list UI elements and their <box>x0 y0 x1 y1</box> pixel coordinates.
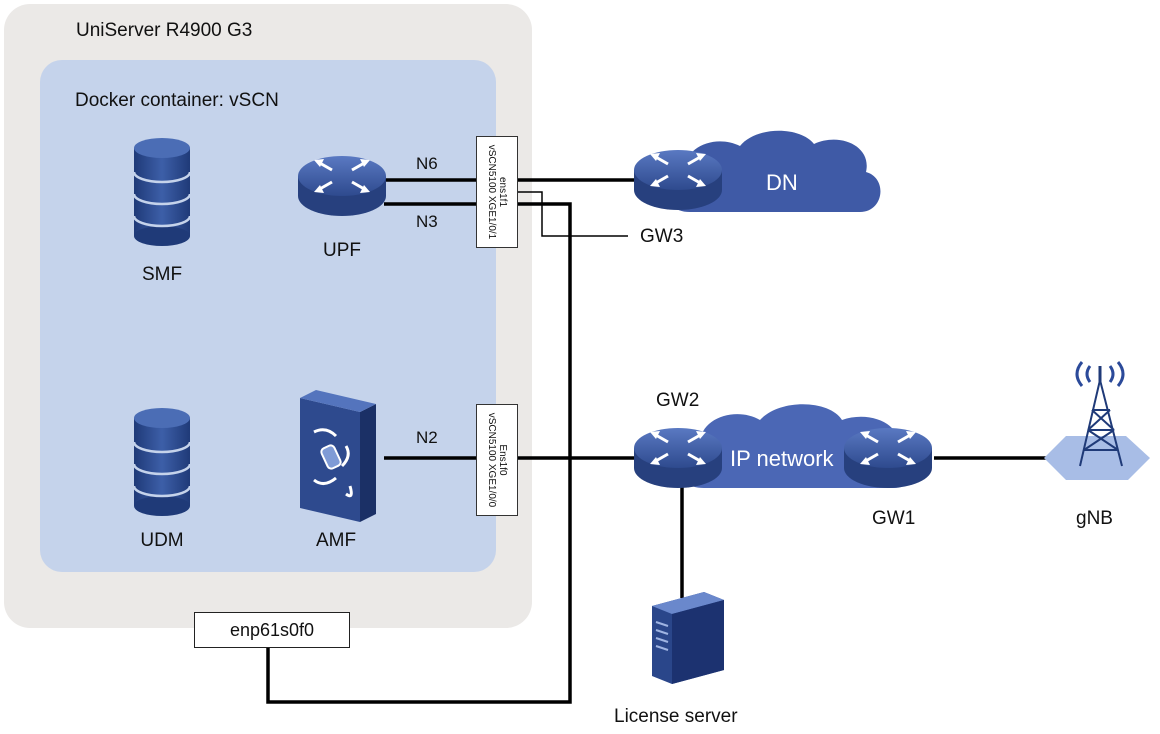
links <box>266 178 1060 704</box>
mgmt-interface: enp61s0f0 <box>194 612 350 648</box>
link-gw3 <box>516 191 628 237</box>
license-server-icon <box>652 592 724 684</box>
docker-container <box>40 60 496 572</box>
upf-label: UPF <box>323 240 361 261</box>
link-label-n6: N6 <box>416 154 438 173</box>
gw1-router-icon <box>842 426 934 490</box>
gw3-router-icon <box>632 148 724 212</box>
port-ens1f1-mapping: vSCN5100 XGE1/0/1 <box>486 144 497 240</box>
smf-database-icon <box>132 136 192 248</box>
docker-title: Docker container: vSCN <box>75 90 279 111</box>
amf-label: AMF <box>315 530 357 551</box>
smf-label: SMF <box>141 264 183 285</box>
radio-wave-icon <box>1075 361 1125 387</box>
link-n3-to-mgmt <box>266 202 572 704</box>
port-ens1f0: Ens1f0 vSCN5100 XGE1/0/0 <box>476 404 518 516</box>
dn-label: DN <box>766 170 798 195</box>
gnb-label: gNB <box>1076 508 1113 529</box>
server-title: UniServer R4900 G3 <box>76 20 253 41</box>
port-ens1f1: ens1f1 vSCN5100 XGE1/0/1 <box>476 136 518 248</box>
license-server-label: License server <box>614 706 738 727</box>
gw3-label: GW3 <box>640 226 684 247</box>
port-ens1f0-mapping: vSCN5100 XGE1/0/0 <box>486 412 497 508</box>
gw2-router-icon <box>632 426 724 490</box>
upf-router-icon <box>296 154 388 218</box>
ip-network-label: IP network <box>730 446 834 471</box>
port-ens1f0-name: Ens1f0 <box>497 444 508 476</box>
link-label-n2: N2 <box>416 428 438 447</box>
gnb-tower-icon <box>1044 361 1150 480</box>
gw1-label: GW1 <box>872 508 916 529</box>
udm-database-icon <box>132 406 192 518</box>
udm-label: UDM <box>140 530 184 551</box>
link-label-n3: N3 <box>416 212 438 231</box>
amf-device-icon <box>300 390 376 522</box>
port-ens1f1-name: ens1f1 <box>497 176 508 208</box>
gw2-label: GW2 <box>656 390 700 411</box>
